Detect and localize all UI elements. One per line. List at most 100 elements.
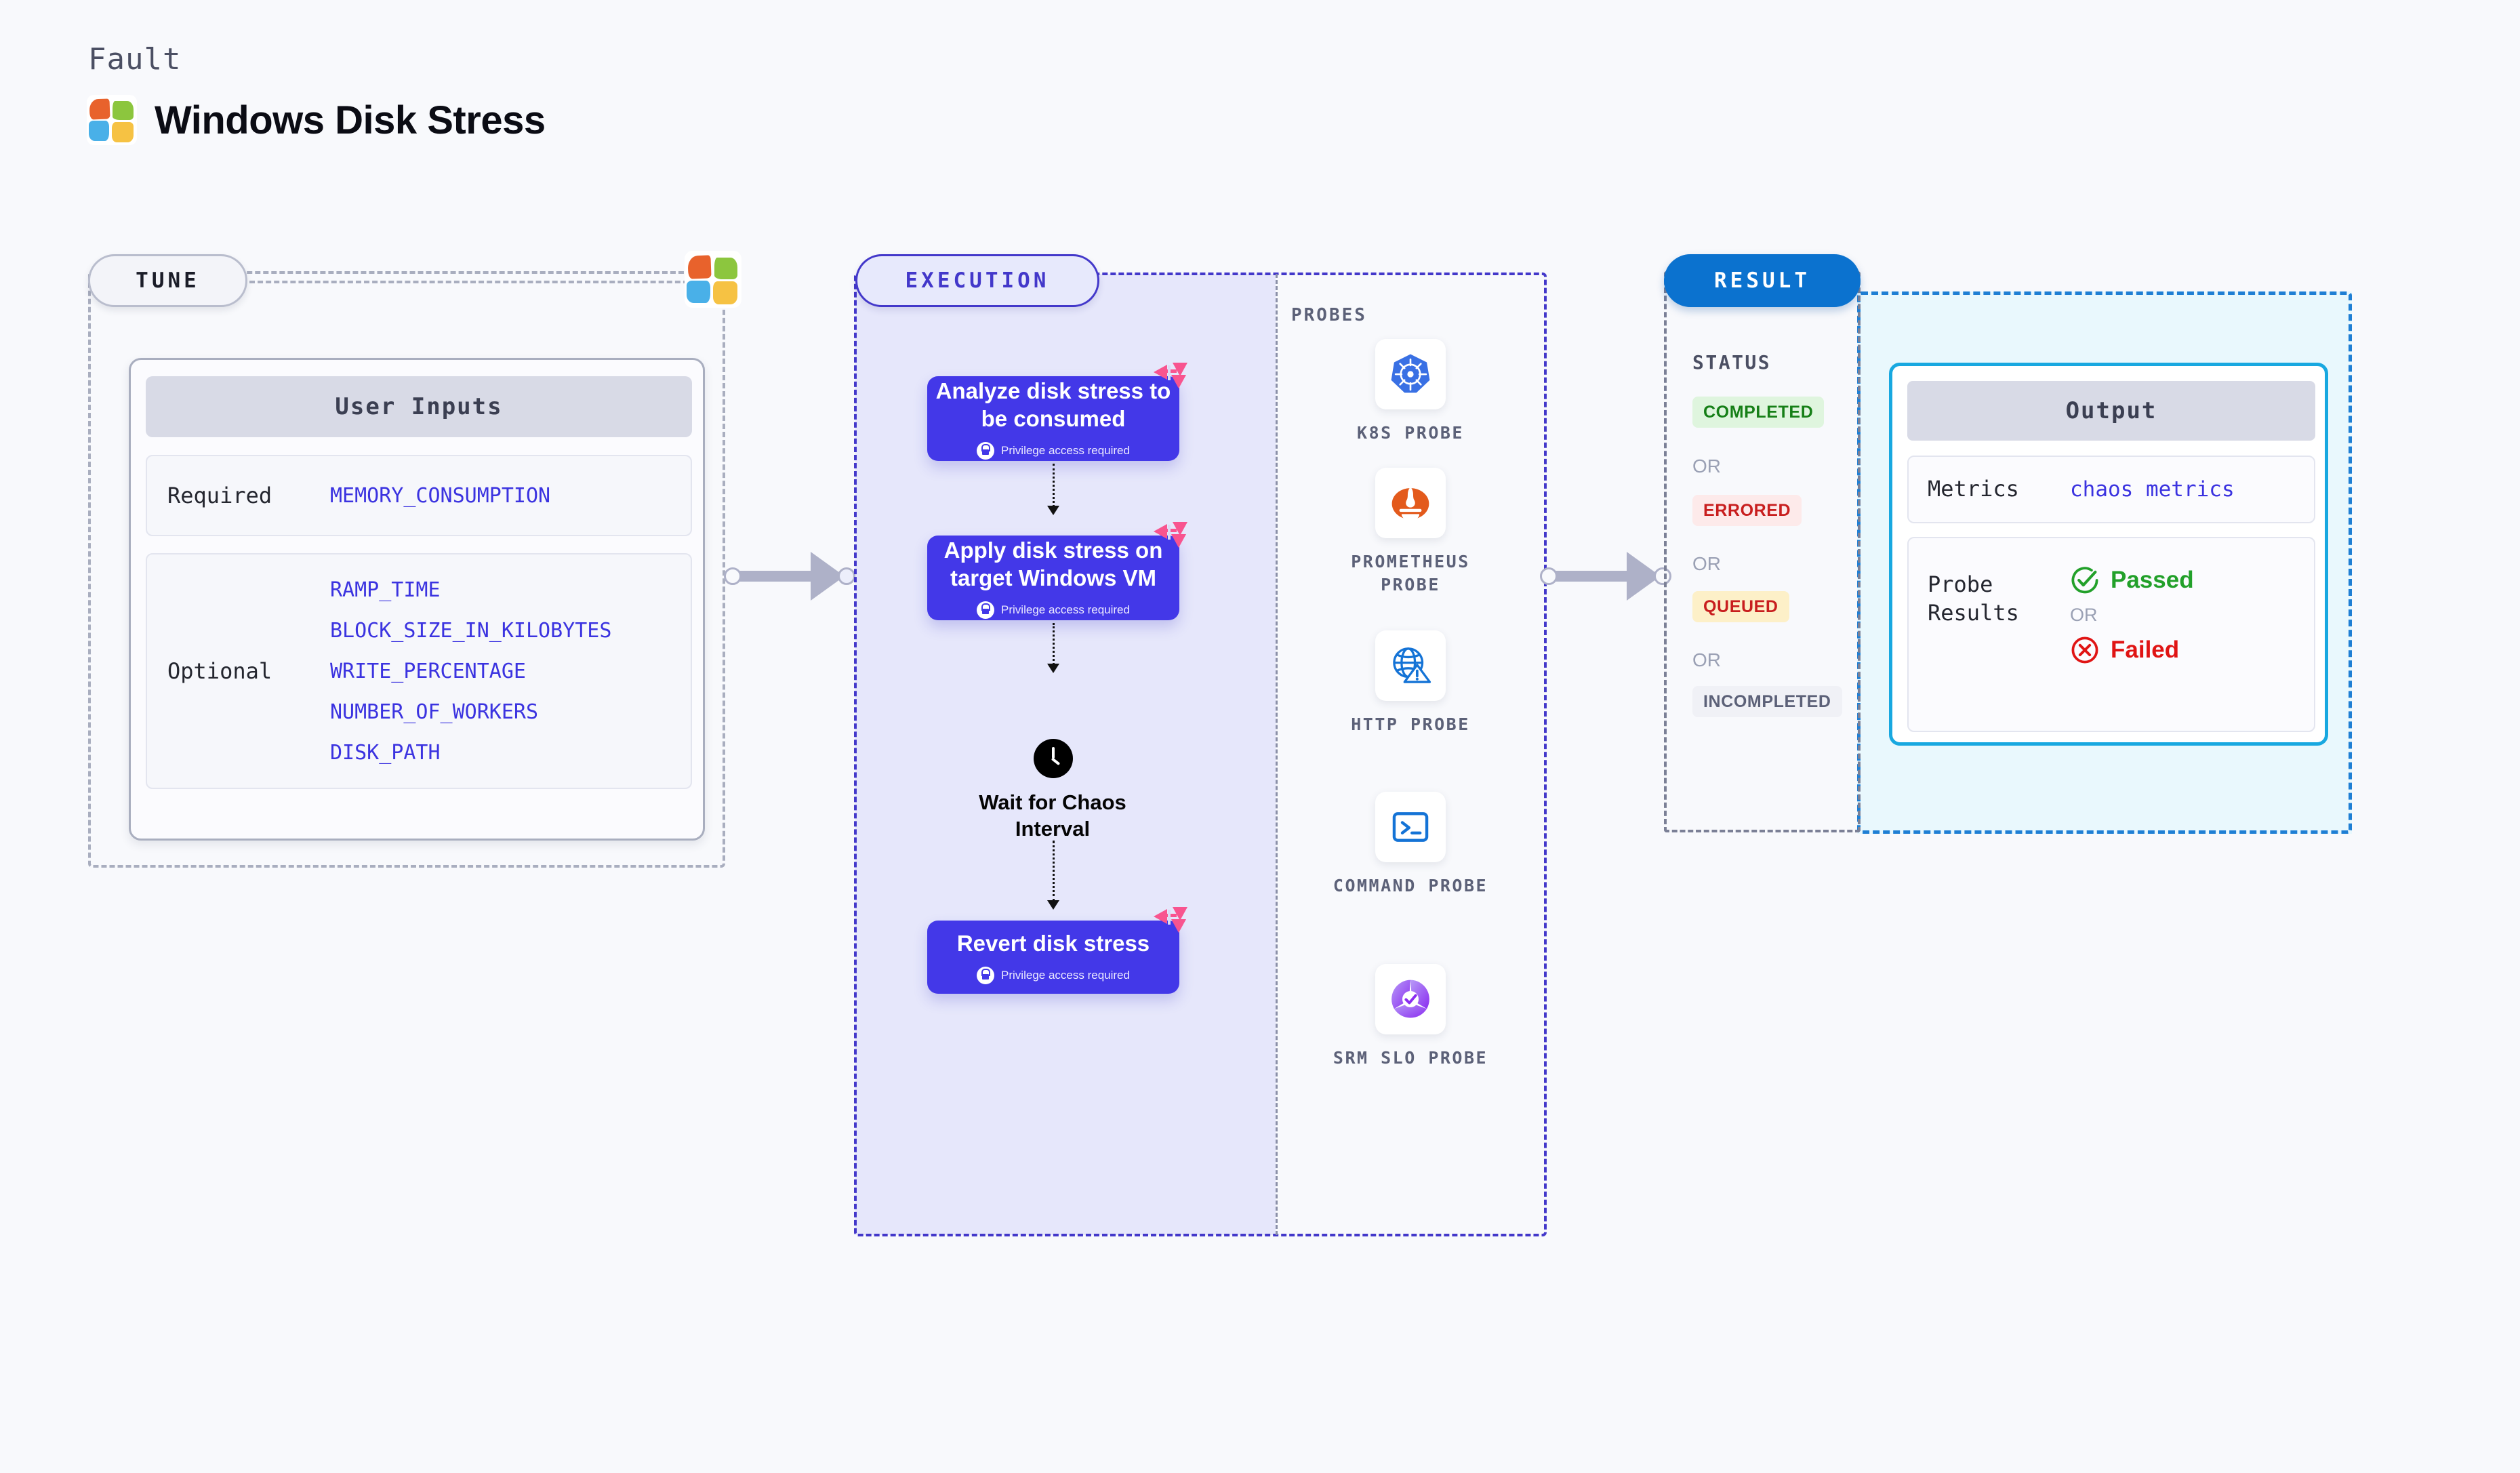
output-card-title: Output	[1907, 381, 2315, 441]
fault-title-row: Windows Disk Stress	[87, 95, 546, 145]
required-values: MEMORY_CONSUMPTION	[330, 484, 550, 508]
tune-to-execution-connector	[724, 550, 855, 602]
optional-label: Optional	[167, 658, 272, 684]
tune-pill[interactable]: TUNE	[88, 254, 247, 307]
flow-arrow-2-head	[1047, 664, 1059, 673]
clock-icon	[1034, 739, 1073, 778]
optional-value-1[interactable]: BLOCK_SIZE_IN_KILOBYTES	[330, 618, 612, 643]
status-badge-errored-label: ERRORED	[1703, 500, 1791, 520]
probe-results-label: Probe Results	[1928, 571, 2019, 626]
metrics-value[interactable]: chaos metrics	[2070, 477, 2235, 502]
status-section-title: STATUS	[1692, 351, 1772, 374]
execution-step-analyze[interactable]: Analyze disk stress to be consumed Privi…	[927, 376, 1179, 461]
required-label: Required	[167, 483, 272, 508]
output-metrics-row: Metrics chaos metrics	[1907, 456, 2315, 523]
privilege-note-analyze: Privilege access required	[977, 441, 1130, 460]
required-value-0[interactable]: MEMORY_CONSUMPTION	[330, 483, 551, 508]
tune-windows-badge-icon	[685, 251, 741, 308]
status-badge-incompleted[interactable]: INCOMPLETED	[1692, 686, 1842, 717]
flow-arrow-3	[1053, 841, 1055, 902]
flow-arrow-3-head	[1047, 900, 1059, 910]
probe-http[interactable]: HTTP PROBE	[1333, 630, 1488, 736]
optional-value-3[interactable]: NUMBER_OF_WORKERS	[330, 700, 539, 724]
prometheus-icon	[1375, 468, 1446, 538]
metrics-label: Metrics	[1928, 476, 2019, 502]
execution-step-revert-title: Revert disk stress	[956, 930, 1150, 956]
required-inputs-row: Required MEMORY_CONSUMPTION	[146, 455, 692, 536]
privilege-note-analyze-text: Privilege access required	[1001, 443, 1130, 457]
tune-pill-label: TUNE	[136, 268, 200, 293]
tune-pill-connector	[249, 281, 697, 283]
output-probe-results-row: Probe Results Passed OR Failed	[1907, 537, 2315, 732]
lock-icon	[977, 967, 995, 985]
probe-command-label: COMMAND PROBE	[1333, 876, 1488, 895]
execution-step-apply[interactable]: Apply disk stress on target Windows VM P…	[927, 536, 1179, 620]
execution-step-apply-title: Apply disk stress on target Windows VM	[943, 538, 1163, 590]
http-globe-warning-icon	[1375, 630, 1446, 701]
probe-srm-slo-label: SRM SLO PROBE	[1333, 1048, 1488, 1068]
wait-for-chaos-interval-label: Wait for Chaos Interval	[979, 790, 1126, 841]
privilege-note-apply-text: Privilege access required	[1001, 603, 1130, 616]
probes-divider	[1276, 274, 1278, 1235]
probe-result-or: OR	[2070, 605, 2098, 625]
probe-prometheus[interactable]: PROMETHEUS PROBE	[1333, 468, 1488, 597]
status-badge-queued[interactable]: QUEUED	[1692, 591, 1789, 622]
probe-k8s-label: K8S PROBE	[1357, 423, 1464, 443]
srm-slo-icon	[1375, 964, 1446, 1034]
execution-step-revert[interactable]: Revert disk stress Privilege access requ…	[927, 921, 1179, 994]
status-or-3: OR	[1692, 649, 1721, 670]
fault-kicker: Fault	[88, 42, 182, 77]
probe-http-label: HTTP PROBE	[1351, 714, 1470, 734]
check-circle-icon	[2071, 567, 2098, 594]
flow-arrow-1-head	[1047, 506, 1059, 515]
probe-prometheus-label: PROMETHEUS PROBE	[1351, 552, 1470, 594]
flow-arrow-1	[1053, 464, 1055, 507]
status-badge-queued-label: QUEUED	[1703, 597, 1779, 616]
probe-srm-slo[interactable]: SRM SLO PROBE	[1333, 964, 1488, 1070]
optional-values: RAMP_TIME BLOCK_SIZE_IN_KILOBYTES WRITE_…	[330, 578, 611, 765]
lock-icon	[977, 601, 995, 619]
user-inputs-card: User Inputs Required MEMORY_CONSUMPTION …	[129, 358, 705, 841]
optional-value-2[interactable]: WRITE_PERCENTAGE	[330, 659, 526, 683]
litmus-chaos-badge-icon-3	[1152, 906, 1189, 935]
flow-arrow-2	[1053, 623, 1055, 665]
probe-result-passed: Passed	[2070, 565, 2194, 595]
litmus-chaos-badge-icon-1	[1152, 361, 1189, 391]
privilege-note-apply: Privilege access required	[977, 601, 1130, 619]
probe-command[interactable]: COMMAND PROBE	[1333, 792, 1488, 897]
execution-pill-label: EXECUTION	[905, 268, 1050, 293]
probes-panel-fill	[1276, 274, 1545, 1235]
status-or-1: OR	[1692, 456, 1721, 477]
page-title: Windows Disk Stress	[155, 98, 546, 142]
optional-value-4[interactable]: DISK_PATH	[330, 740, 441, 765]
status-badge-incompleted-label: INCOMPLETED	[1703, 691, 1831, 711]
status-badge-errored[interactable]: ERRORED	[1692, 495, 1802, 526]
x-circle-icon	[2071, 637, 2098, 664]
privilege-note-revert-text: Privilege access required	[1001, 969, 1130, 982]
result-pill-label: RESULT	[1714, 268, 1810, 293]
probe-result-passed-label: Passed	[2111, 567, 2194, 593]
litmus-chaos-badge-icon-2	[1152, 521, 1189, 550]
user-inputs-card-title: User Inputs	[146, 376, 692, 437]
tune-panel	[88, 271, 725, 868]
lock-icon	[977, 441, 995, 460]
status-or-2: OR	[1692, 553, 1721, 574]
status-badge-completed-label: COMPLETED	[1703, 402, 1814, 422]
optional-inputs-row: Optional RAMP_TIME BLOCK_SIZE_IN_KILOBYT…	[146, 553, 692, 789]
probe-k8s[interactable]: K8S PROBE	[1333, 339, 1488, 445]
user-inputs-title-text: User Inputs	[335, 393, 503, 420]
probe-result-failed-label: Failed	[2111, 637, 2180, 663]
status-badge-completed[interactable]: COMPLETED	[1692, 397, 1825, 428]
execution-step-analyze-title: Analyze disk stress to be consumed	[935, 378, 1171, 431]
kubernetes-icon	[1375, 339, 1446, 409]
privilege-note-revert: Privilege access required	[977, 967, 1130, 985]
probe-result-failed: Failed	[2070, 635, 2194, 665]
optional-value-0[interactable]: RAMP_TIME	[330, 578, 441, 602]
output-card-title-text: Output	[2065, 397, 2157, 424]
result-pill[interactable]: RESULT	[1664, 254, 1861, 307]
terminal-icon	[1375, 792, 1446, 862]
execution-to-result-connector	[1540, 550, 1671, 602]
execution-pill[interactable]: EXECUTION	[855, 254, 1099, 307]
windows-logo-icon	[87, 95, 137, 145]
